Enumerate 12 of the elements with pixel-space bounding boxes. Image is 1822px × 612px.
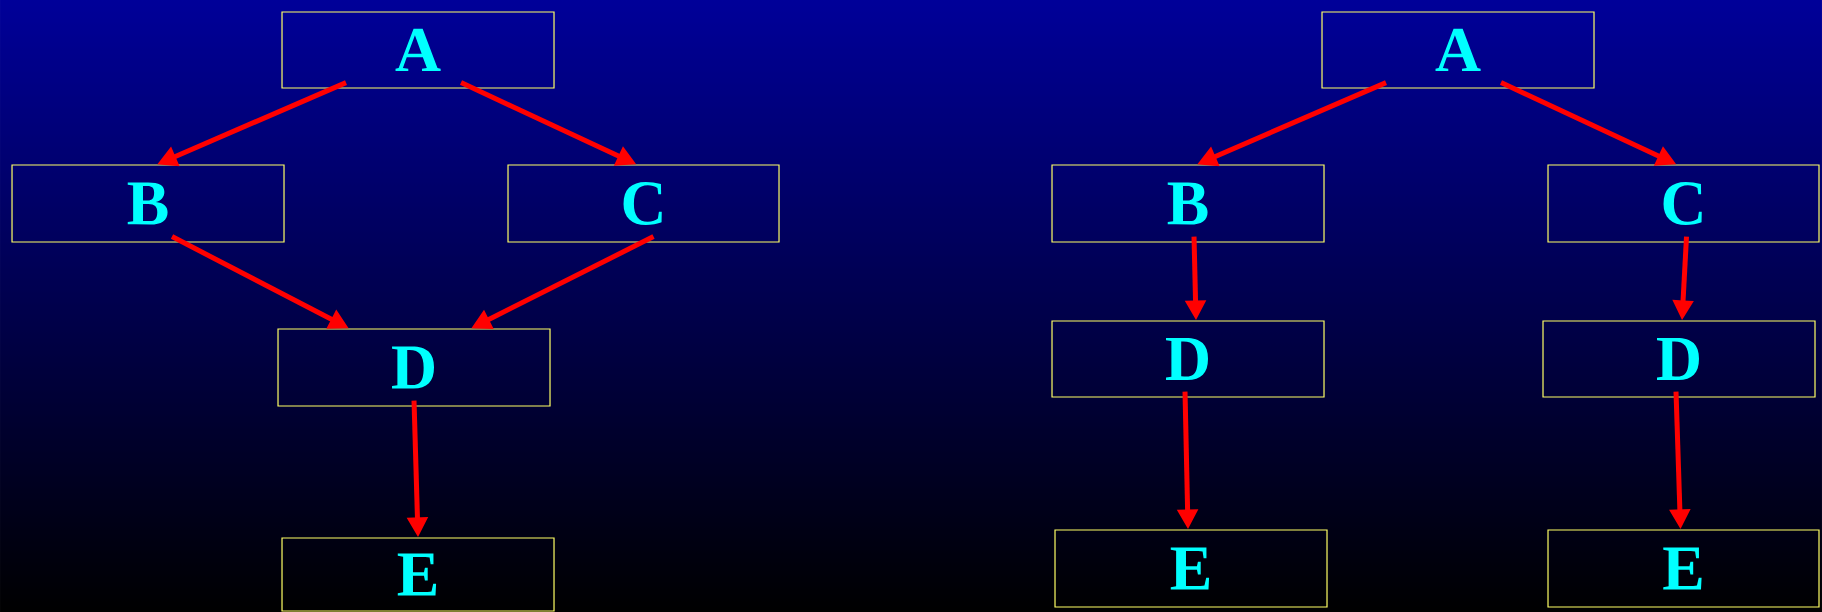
letter-box: A [281, 11, 555, 89]
letter-box: E [1054, 529, 1328, 608]
letter-box: D [1542, 320, 1816, 398]
letter-box: B [11, 164, 285, 243]
letter-box: E [1547, 529, 1820, 608]
letter-box: A [1321, 11, 1595, 89]
letter-box: C [1547, 164, 1820, 243]
letter-box: C [507, 164, 780, 243]
letter-box: D [1051, 320, 1325, 398]
letter-box: D [277, 328, 551, 407]
letter-box: B [1051, 164, 1325, 243]
letter-box: E [281, 537, 555, 612]
